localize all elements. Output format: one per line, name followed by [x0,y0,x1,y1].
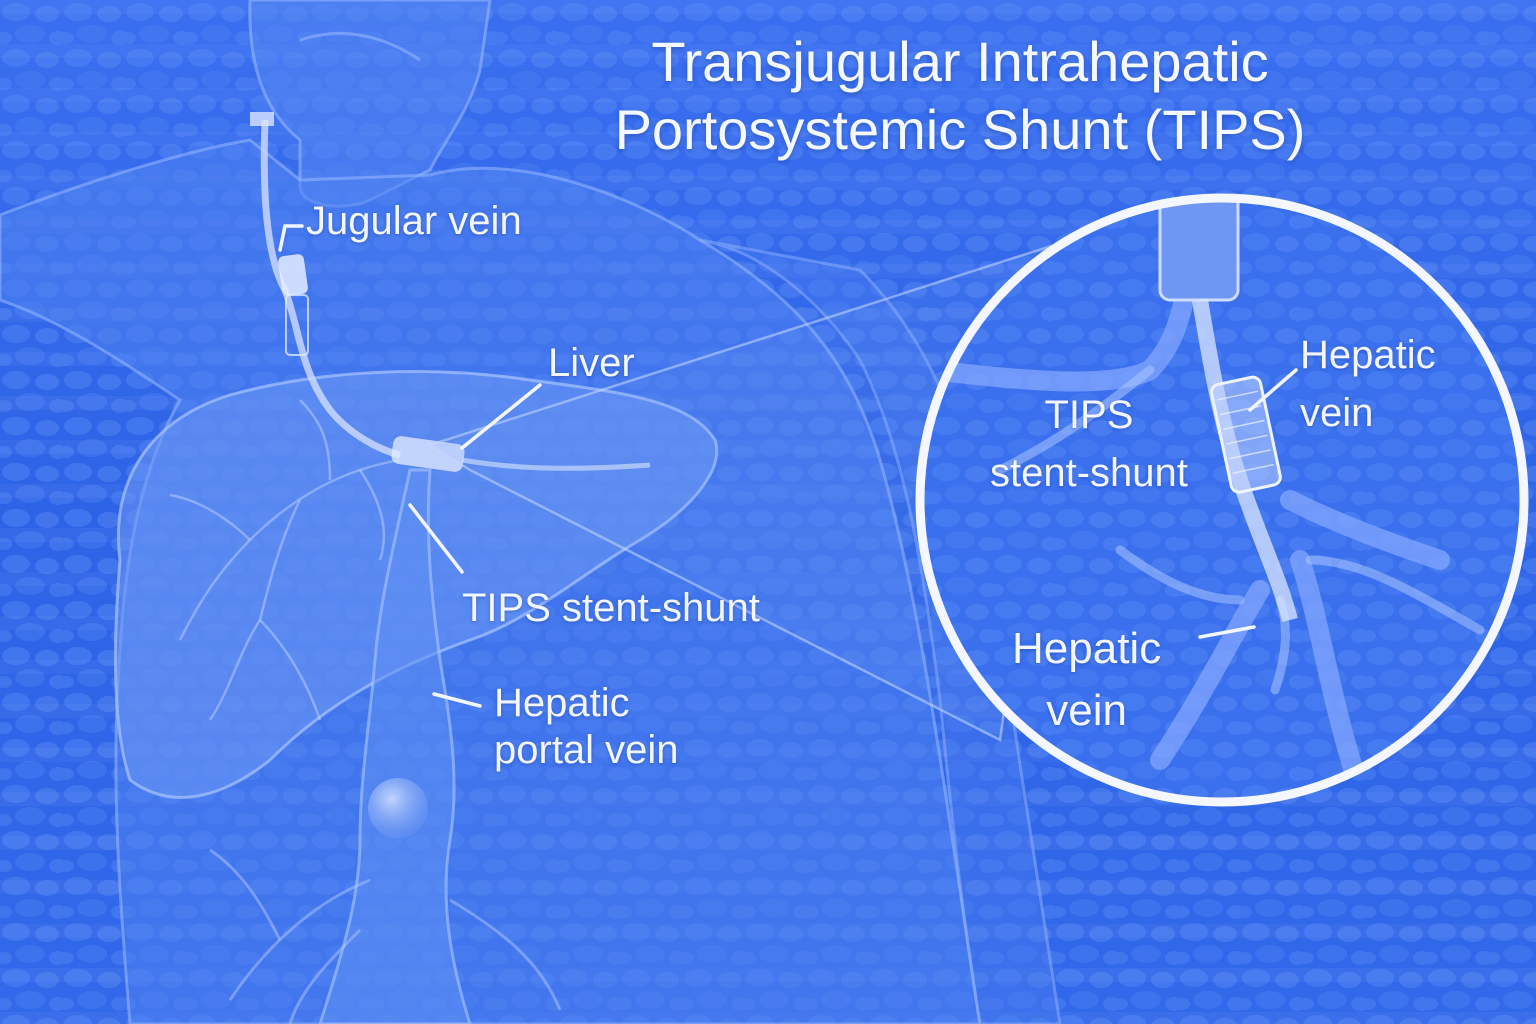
inset-label-hepatic-vein-top: Hepatic vein [1300,333,1436,435]
diagram-title: Transjugular Intrahepatic Portosystemic … [520,28,1400,165]
label-liver: Liver [548,341,635,385]
title-line-2: Portosystemic Shunt (TIPS) [614,98,1306,162]
label-tips-stent-shunt: TIPS stent-shunt [462,586,760,630]
zoom-connector [427,238,1072,742]
label-jugular-vein: Jugular vein [306,199,522,243]
label-hepatic-portal-vein: Hepatic portal vein [494,681,679,773]
leader-lines [278,224,1298,708]
inset-magnifier [915,193,1529,807]
inset-ring [915,193,1529,807]
inset-label-tips-stent-shunt: TIPS stent-shunt [990,393,1188,495]
title-line-1: Transjugular Intrahepatic [651,30,1269,93]
tips-stent-inset [1210,375,1282,494]
jugular-catheter [250,112,651,472]
hepatic-portal-vein [209,468,562,1024]
inset-label-hepatic-vein-bottom: Hepatic vein [1012,624,1162,736]
